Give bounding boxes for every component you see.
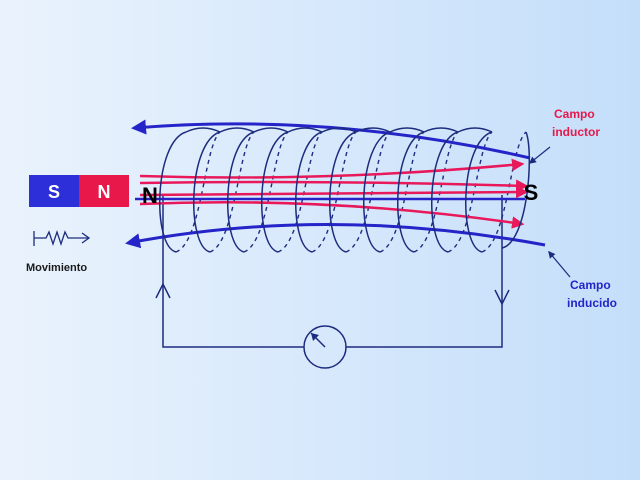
coil-turn (363, 131, 391, 253)
magnet-north-pole (79, 175, 129, 207)
induced-field-label-line2: inducido (567, 296, 617, 310)
coil-turn-top (219, 127, 255, 133)
coil-turn (329, 131, 357, 253)
coil-north-pole-label: N (142, 183, 158, 208)
coil-turn-top (457, 127, 493, 133)
coil-front-turns (159, 127, 531, 253)
current-down-arrow-icon (494, 289, 510, 306)
current-up-arrow-icon (155, 282, 171, 299)
coil-turn-top (185, 127, 221, 133)
inductor-field-line-bottom (139, 200, 525, 229)
magnet-south-pole (29, 175, 79, 207)
inductor-field-line-top (139, 158, 525, 179)
induced-field-label-line1: Campo (570, 278, 611, 292)
coil-turn (227, 131, 255, 253)
inductor-field-lines (139, 158, 529, 229)
movement-label: Movimiento (26, 262, 87, 274)
coil-turn-top (389, 127, 425, 133)
movement-spring-arrow-icon (33, 229, 91, 247)
coil-turn-last (501, 131, 531, 249)
induced-field-line-bottom (125, 222, 546, 249)
coil-turn-top (321, 127, 357, 133)
coil-turn-top (287, 127, 323, 133)
coil-turn-back (481, 131, 527, 253)
coil-turn (465, 131, 493, 253)
inductor-field-line-lower (139, 185, 529, 199)
galvanometer-icon (303, 325, 347, 369)
inductor-field-label-line1: Campo (554, 107, 595, 121)
induced-label-pointer (548, 250, 571, 278)
coil-turn-top (253, 127, 289, 133)
coil-turn-top (355, 127, 391, 133)
coil-turn (261, 131, 289, 253)
coil-turn (159, 131, 187, 253)
coil-turn-top (423, 127, 459, 133)
magnet-north-label: N (98, 182, 111, 202)
circuit-wire (162, 195, 503, 348)
bar-magnet: S N (29, 175, 129, 207)
coil-turn (193, 131, 221, 253)
inductor-label-pointer (528, 146, 551, 164)
coil-turn (431, 131, 459, 253)
magnet-south-label: S (48, 182, 60, 202)
coil-turn (397, 131, 425, 253)
coil-south-pole-label: S (524, 180, 539, 205)
inductor-field-label-line2: inductor (552, 125, 600, 139)
coil-turn (295, 131, 323, 253)
